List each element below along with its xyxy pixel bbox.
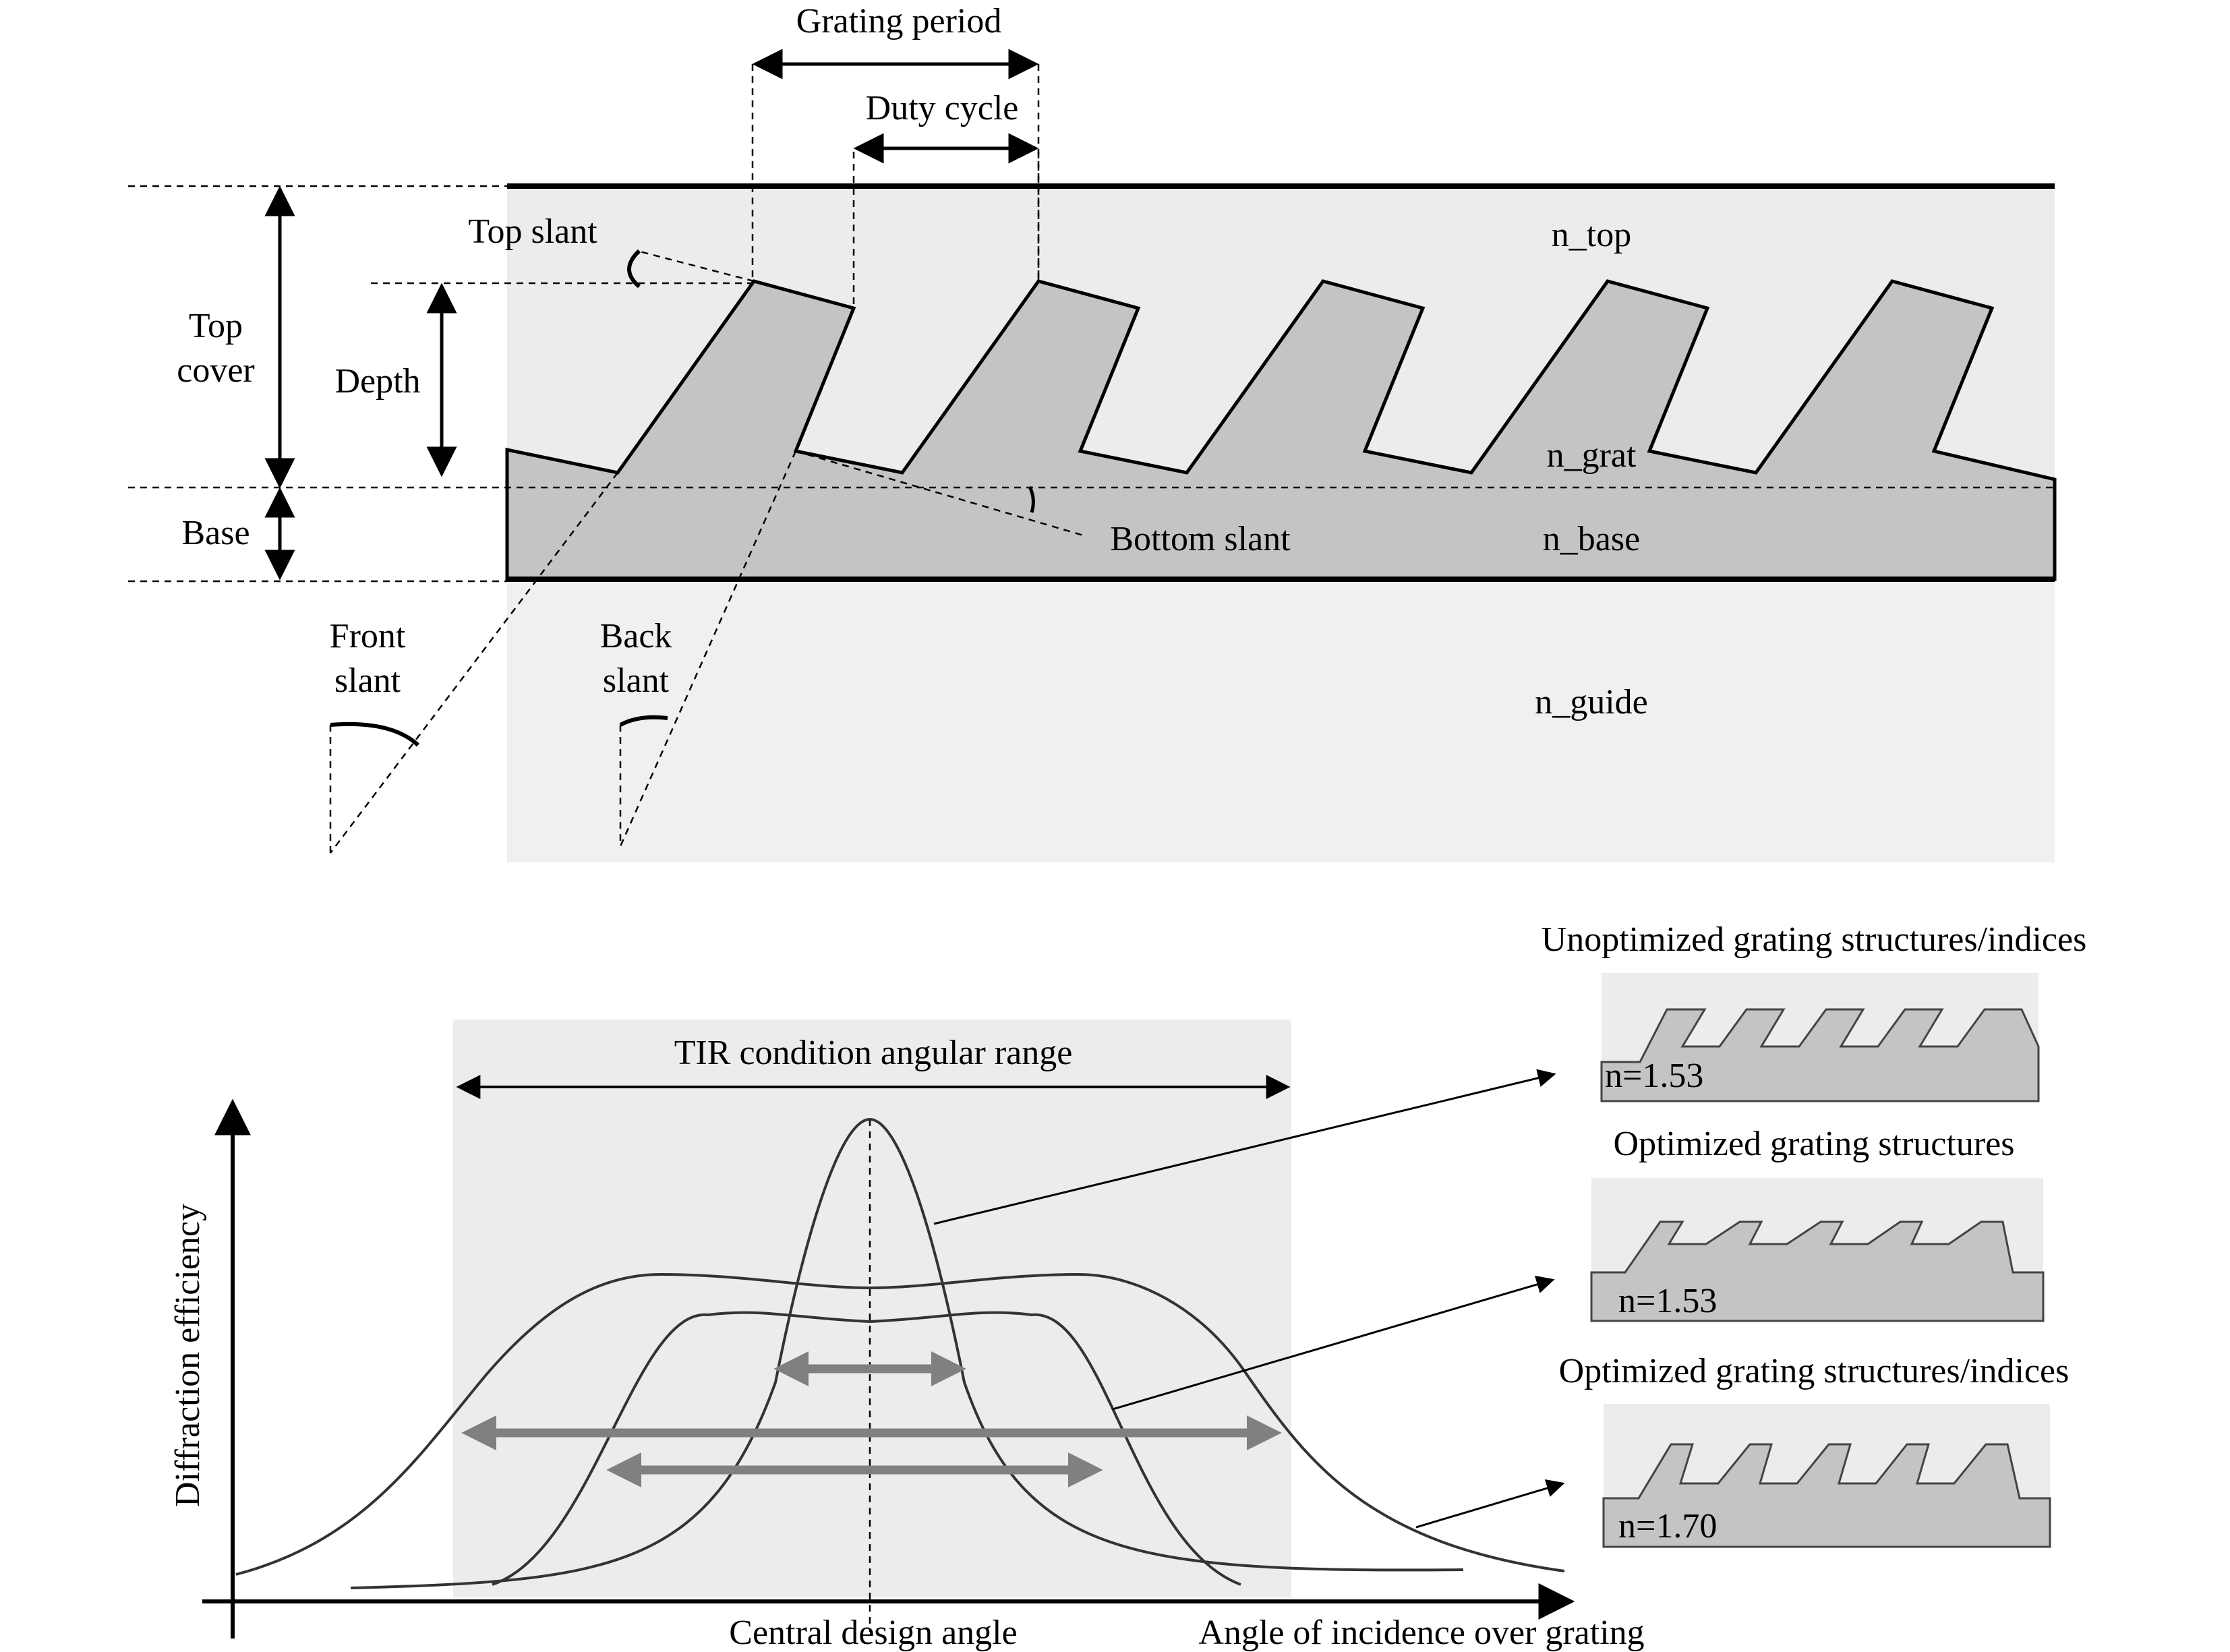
curve-unoptimized: [350, 1117, 1464, 1589]
depth-label: Depth: [334, 362, 420, 401]
bottom-slant-label: Bottom slant: [1110, 520, 1291, 558]
back-slant-label-2: slant: [603, 661, 670, 700]
top-cover-label-1: Top: [189, 307, 243, 345]
grating-period-label: Grating period: [796, 2, 1002, 40]
n-base-label: n_base: [1543, 520, 1640, 558]
inset-index: n=1.70: [1618, 1507, 1717, 1545]
grating-cross-section: [505, 183, 2057, 862]
curve-optimized-structures: [492, 1311, 1241, 1586]
center-angle-label: Central design angle: [729, 1614, 1017, 1652]
x-axis-label: Angle of incidence over grating: [1198, 1614, 1644, 1652]
tir-range-box: [453, 1020, 1291, 1597]
n-grat-label: n_grat: [1547, 436, 1637, 475]
duty-cycle-label: Duty cycle: [866, 89, 1019, 127]
top-slant-arc: [627, 249, 641, 289]
top-cover-label-2: cover: [177, 351, 254, 390]
front-slant-arc: [330, 721, 420, 747]
inset-title: Optimized grating structures: [1614, 1125, 2015, 1163]
inset-title: Unoptimized grating structures/indices: [1542, 920, 2087, 959]
pointer-arrows: [933, 1069, 1565, 1529]
guide-region: [507, 579, 2055, 862]
front-slant-label-1: Front: [330, 617, 406, 655]
n-guide-label: n_guide: [1535, 683, 1648, 721]
back-slant-label-1: Back: [600, 617, 672, 655]
dimension-arrows: [264, 49, 1039, 581]
angle-arcs: [330, 249, 1035, 747]
base-label: Base: [181, 514, 250, 552]
inset-optimized-indices: Optimized grating structures/indices n=1…: [1559, 1352, 2070, 1548]
front-slant-label-2: slant: [334, 661, 401, 700]
back-slant-arc: [619, 715, 668, 727]
tir-range-label: TIR condition angular range: [674, 1034, 1073, 1072]
inset-index: n=1.53: [1618, 1282, 1717, 1320]
inset-unoptimized: Unoptimized grating structures/indices n…: [1542, 920, 2087, 1102]
top-slant-label: Top slant: [468, 212, 597, 251]
inset-index: n=1.53: [1605, 1057, 1703, 1095]
bottom-labels: TIR condition angular range Diffraction …: [169, 1034, 1645, 1652]
inset-optimized-structures: Optimized grating structures n=1.53: [1590, 1125, 2045, 1322]
y-axis-label: Diffraction efficiency: [169, 1204, 207, 1507]
bottom-slant-arc: [1028, 485, 1035, 513]
n-top-label: n_top: [1552, 216, 1631, 254]
top-labels: Grating period Duty cycle Top slant Top …: [177, 2, 1648, 721]
inset-title: Optimized grating structures/indices: [1559, 1352, 2070, 1390]
range-arrows: [461, 1351, 1282, 1487]
